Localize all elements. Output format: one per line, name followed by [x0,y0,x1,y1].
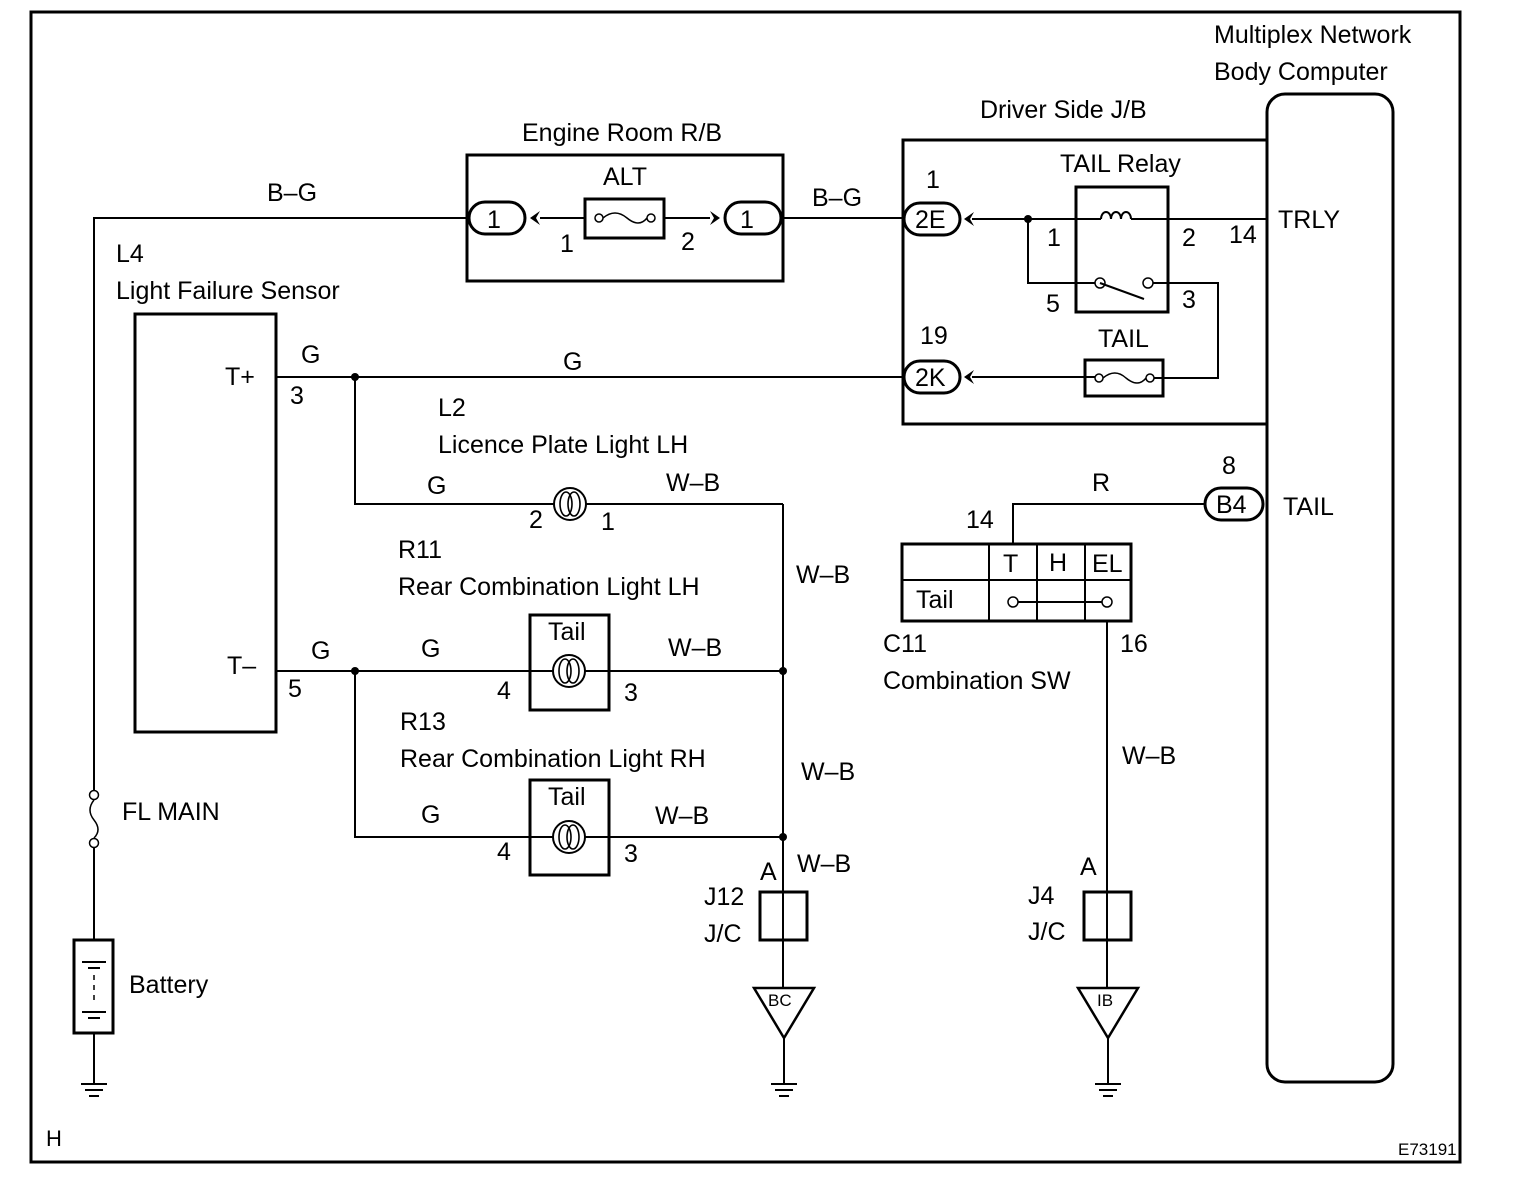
svg-text:T–: T– [227,652,256,680]
svg-text:16: 16 [1120,630,1148,658]
svg-text:1: 1 [487,206,501,234]
pin-14-label: 14 [1229,221,1257,249]
wire-bg-right: B–G [812,184,862,212]
svg-text:3: 3 [290,382,304,410]
svg-text:H: H [1049,549,1067,577]
svg-text:2K: 2K [915,364,946,392]
driver-side-jb: Driver Side J/B 2E 1 2K 19 TAIL Relay 1 … [901,96,1269,426]
svg-text:14: 14 [966,506,994,534]
svg-text:2: 2 [529,506,543,534]
wire-g-main: G [563,348,582,376]
corner-label-left: H [46,1126,62,1151]
light-failure-sensor: L4 Light Failure Sensor T+ T– 3 5 [116,240,340,734]
svg-text:4: 4 [497,677,511,705]
svg-text:A: A [760,858,777,886]
wire-g-rear-lh: G [421,635,440,663]
ground-icon [1094,1083,1122,1097]
battery: Battery [72,938,209,1035]
fl-main-fuse: FL MAIN [88,789,220,849]
svg-text:R11: R11 [398,536,442,564]
wire-wb-vertical-1: W–B [796,561,850,589]
svg-text:3: 3 [624,840,638,868]
svg-text:Battery: Battery [129,971,209,999]
svg-text:A: A [1080,853,1097,881]
wire-g-plate: G [427,472,446,500]
svg-text:J/C: J/C [704,920,742,948]
svg-text:EL: EL [1092,550,1123,578]
rear-lh-bulb-icon [552,654,586,688]
svg-text:1: 1 [1047,224,1061,252]
svg-text:8: 8 [1222,452,1236,480]
tail-relay [1074,185,1170,314]
svg-text:L4: L4 [116,240,144,268]
svg-text:C11: C11 [883,630,927,658]
svg-text:Multiplex Network: Multiplex Network [1214,21,1412,49]
wire-bg-left: B–G [267,179,317,207]
svg-text:ALT: ALT [603,163,647,191]
svg-text:Licence Plate Light LH: Licence Plate Light LH [438,431,688,459]
wire-wb-j4: W–B [1122,742,1176,770]
svg-text:Tail: Tail [548,783,586,811]
svg-text:B4: B4 [1216,491,1247,519]
svg-text:TAIL Relay: TAIL Relay [1060,150,1181,178]
svg-text:3: 3 [1182,286,1196,314]
svg-text:4: 4 [497,838,511,866]
svg-text:19: 19 [920,322,948,350]
svg-text:FL MAIN: FL MAIN [122,798,220,826]
wire-r: R [1092,469,1110,497]
svg-text:TAIL: TAIL [1098,325,1149,353]
svg-text:Body Computer: Body Computer [1214,58,1388,86]
svg-text:Engine Room R/B: Engine Room R/B [522,119,722,147]
wire-g-rear-rh: G [421,801,440,829]
wire-wb-vertical-2: W–B [801,758,855,786]
svg-text:Combination SW: Combination SW [883,667,1071,695]
ground-icon [770,1083,798,1097]
svg-text:J/C: J/C [1028,918,1066,946]
svg-text:Rear Combination Light LH: Rear Combination Light LH [398,573,700,601]
wire-g-t-minus: G [311,637,330,665]
svg-text:Light Failure Sensor: Light Failure Sensor [116,277,340,305]
svg-text:Tail: Tail [916,586,954,614]
wire-wb-rear-lh: W–B [668,634,722,662]
combination-switch: T H EL Tail 14 16 C11 Combination SW [883,506,1148,695]
engine-room-rb: Engine Room R/B 1 1 ALT 1 2 [465,119,785,283]
wire-wb-rear-rh: W–B [655,802,709,830]
svg-text:1: 1 [740,206,754,234]
ground-icon [80,1083,108,1097]
ground-point-bc [751,986,817,1041]
ground-point-ib [1075,986,1141,1041]
svg-text:BC: BC [768,991,792,1010]
svg-text:1: 1 [926,166,940,194]
svg-text:T: T [1003,550,1018,578]
pin-tail-label: TAIL [1283,493,1334,521]
svg-text:3: 3 [624,679,638,707]
wire-wb-j12: W–B [797,850,851,878]
svg-text:2E: 2E [915,206,946,234]
svg-text:J12: J12 [704,883,744,911]
svg-text:R13: R13 [400,708,446,736]
svg-text:2: 2 [681,228,695,256]
diagram-frame [29,10,1462,1164]
svg-text:5: 5 [1046,290,1060,318]
svg-text:T+: T+ [225,363,255,391]
body-computer: Multiplex Network Body Computer TRLY TAI… [1214,21,1412,1084]
pin-trly-label: TRLY [1278,206,1340,234]
relay-coil-icon [1100,211,1132,220]
svg-text:1: 1 [601,508,615,536]
figure-code: E73191 [1398,1140,1457,1159]
plate-light-bulb-icon [553,487,587,521]
svg-text:Driver Side J/B: Driver Side J/B [980,96,1147,124]
rear-rh-bulb-icon [552,820,586,854]
svg-text:Rear Combination Light RH: Rear Combination Light RH [400,745,706,773]
svg-text:IB: IB [1097,991,1113,1010]
svg-text:2: 2 [1182,224,1196,252]
svg-text:L2: L2 [438,394,466,422]
svg-text:Tail: Tail [548,618,586,646]
svg-text:5: 5 [288,675,302,703]
svg-text:1: 1 [560,230,574,258]
wire-wb-plate: W–B [666,469,720,497]
svg-text:J4: J4 [1028,882,1055,910]
wire-g-t-plus: G [301,341,320,369]
